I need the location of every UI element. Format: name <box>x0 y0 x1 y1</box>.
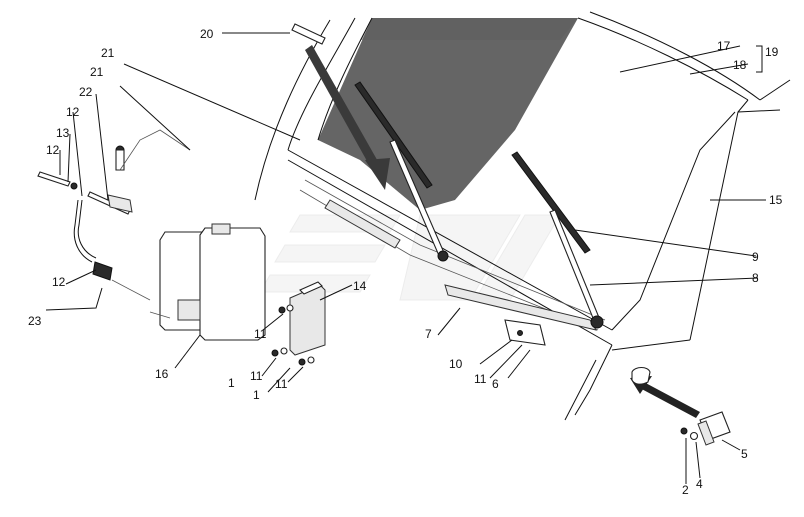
fasteners-left <box>271 304 315 366</box>
cowl-panel <box>299 179 606 331</box>
callout-22: 22 <box>79 85 93 99</box>
wiper-bracket <box>504 319 546 346</box>
callout-11-lower: 11 <box>275 377 288 391</box>
callout-11-upper: 11 <box>254 327 267 341</box>
assembly-arrow-20 <box>291 23 390 190</box>
callout-23: 23 <box>28 314 42 328</box>
callout-12-top: 12 <box>66 105 80 119</box>
callout-5: 5 <box>741 447 748 461</box>
callout-19: 19 <box>765 45 779 59</box>
callout-20: 20 <box>200 27 214 41</box>
seal-part-14 <box>289 281 326 356</box>
wiper-right <box>511 151 604 329</box>
washer-hose <box>37 129 191 301</box>
callout-6: 6 <box>492 377 499 391</box>
callout-4: 4 <box>696 477 703 491</box>
callout-12-bottom: 12 <box>52 275 66 289</box>
leader-lines <box>45 32 766 484</box>
washer-reservoir <box>149 223 266 341</box>
callout-10: 10 <box>449 357 463 371</box>
callout-labels: 20 21 21 22 12 13 12 12 23 16 14 11 11 1… <box>28 27 783 497</box>
callout-1-upper: 1 <box>228 376 235 390</box>
callout-8: 8 <box>752 271 759 285</box>
cab-frame <box>254 11 791 421</box>
callout-21-upper: 21 <box>101 46 115 60</box>
wiper-left <box>354 81 449 262</box>
callout-13: 13 <box>56 126 70 140</box>
callout-16: 16 <box>155 367 169 381</box>
callout-17: 17 <box>717 39 731 53</box>
callout-11-mid: 11 <box>250 369 263 383</box>
callout-21-lower: 21 <box>90 65 104 79</box>
callout-1-lower: 1 <box>253 388 260 402</box>
callout-7: 7 <box>425 327 432 341</box>
motor-cap-5 <box>630 366 731 446</box>
callout-2: 2 <box>682 483 689 497</box>
callout-15: 15 <box>769 193 783 207</box>
callout-12-middle: 12 <box>46 143 60 157</box>
callout-9: 9 <box>752 250 759 264</box>
callout-14: 14 <box>353 279 367 293</box>
callout-18: 18 <box>733 58 747 72</box>
callout-11-bracket: 11 <box>474 372 487 386</box>
